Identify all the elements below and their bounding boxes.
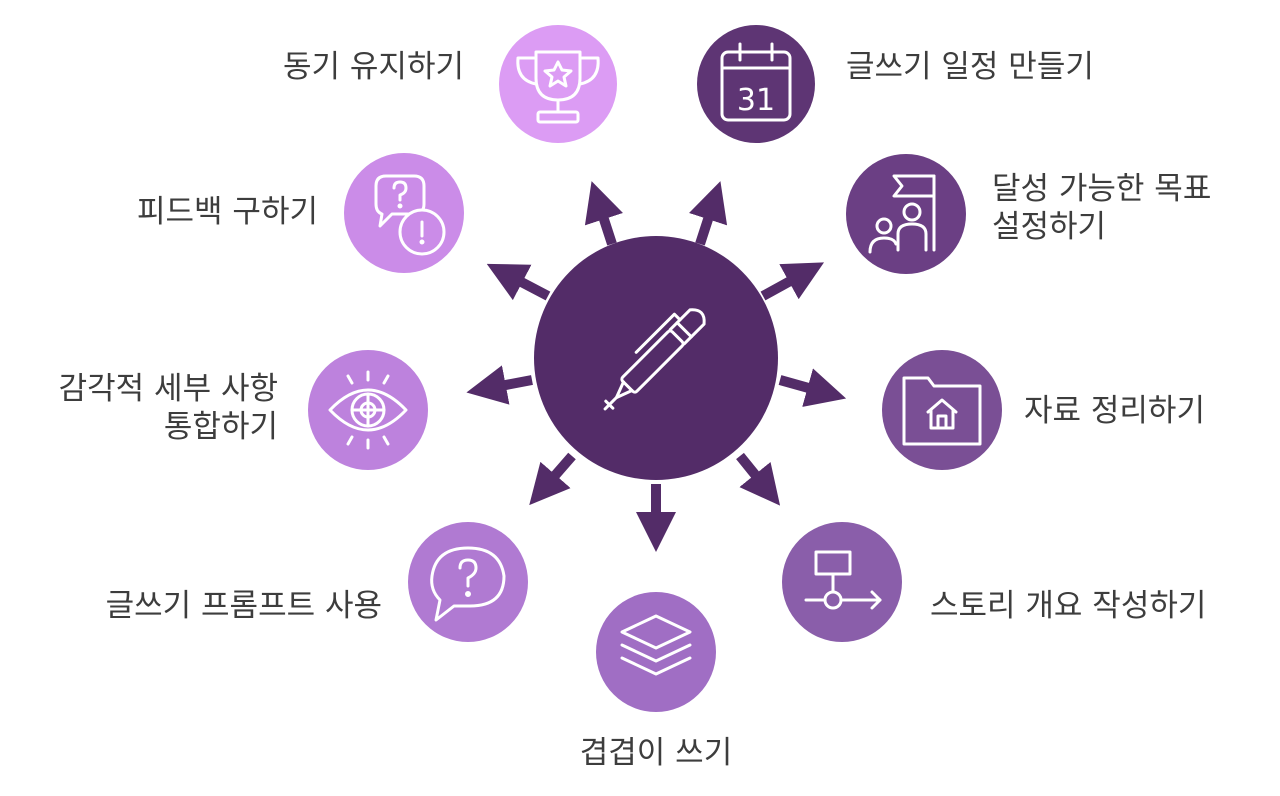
label-layers-line-1: 겹겹이 쓰기 [579,735,733,771]
label-prompts-line-1: 글쓰기 프롬프트 사용 [105,588,382,624]
label-goals: 달성 가능한 목표 설정하기 [992,170,1211,246]
label-outline: 스토리 개요 작성하기 [930,587,1206,625]
arrow-upper-right [760,262,825,301]
label-goals-line-1: 달성 가능한 목표 [992,171,1212,207]
label-schedule-line-1: 글쓰기 일정 만들기 [846,49,1094,85]
node-prompts [408,522,528,642]
arrow-left [466,365,533,405]
flowchart-icon [804,550,882,610]
label-materials-line-1: 자료 정리하기 [1024,393,1205,429]
layers-icon [620,614,692,676]
label-sensory: 감각적 세부 사항 통합하기 [59,370,278,446]
node-materials [882,350,1002,470]
node-schedule: 31 [697,25,815,143]
node-goals [846,154,966,274]
arrow-lower-right [736,452,781,506]
label-layers: 겹겹이 쓰기 [556,734,756,772]
node-layers [596,592,716,712]
node-motivation [499,25,617,143]
arrow-up-right [689,181,728,246]
radial-arrows [466,181,847,552]
label-sensory-line-2: 통합하기 [163,409,278,445]
label-feedback-line-1: 피드백 구하기 [137,194,318,230]
label-motivation-line-1: 동기 유지하기 [283,49,464,85]
label-schedule: 글쓰기 일정 만들기 [846,48,1094,86]
folder-home-icon [902,376,982,446]
label-prompts: 글쓰기 프롬프트 사용 [106,587,382,625]
question-exclamation-bubbles-icon [374,174,446,256]
arrow-up-left [584,181,623,246]
label-goals-line-2: 설정하기 [992,209,1107,245]
arrow-lower-left [529,452,576,506]
question-bubble-icon [430,546,506,622]
calendar-31-icon: 31 [720,42,792,122]
label-motivation: 동기 유지하기 [283,48,464,86]
arrow-right [778,368,847,407]
eye-target-icon [328,370,408,450]
trophy-icon [516,50,600,124]
node-sensory [308,350,428,470]
arrow-upper-left [486,263,551,301]
label-feedback: 피드백 구하기 [137,193,318,231]
team-flag-icon [868,174,936,254]
node-outline [782,522,902,642]
svg-text:31: 31 [737,83,775,118]
center-hub [534,236,778,480]
label-outline-line-1: 스토리 개요 작성하기 [930,588,1207,624]
node-feedback [344,153,464,273]
label-sensory-line-1: 감각적 세부 사항 [58,371,278,407]
label-materials: 자료 정리하기 [1024,392,1205,430]
